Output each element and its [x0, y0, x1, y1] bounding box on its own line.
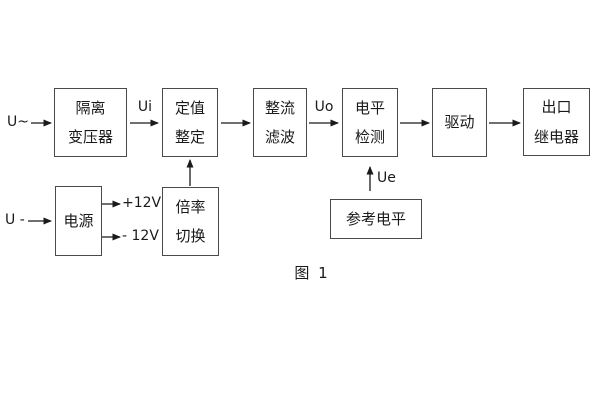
block-output-relay-line2: 继电器 — [533, 127, 579, 146]
block-power-line1: 电源 — [63, 211, 94, 230]
dc-input-label: U - — [5, 212, 25, 228]
block-rectify-filter-line1: 整流 — [264, 98, 295, 117]
block-isolation-transformer: 隔离 变压器 — [54, 88, 127, 157]
rail-pos-label: +12V — [122, 195, 162, 211]
block-level-detect: 电平 检测 — [342, 88, 398, 157]
block-rectify-filter-line2: 滤波 — [264, 128, 295, 146]
block-drive: 驱动 — [432, 88, 487, 157]
block-level-detect-line1: 电平 — [354, 98, 385, 117]
block-rectify-filter: 整流 滤波 — [253, 88, 307, 157]
signal-label-ue: Ue — [377, 170, 396, 186]
block-reference-level: 参考电平 — [330, 199, 422, 239]
block-isolation-transformer-line2: 变压器 — [67, 128, 113, 146]
figure-caption: 图 1 — [294, 264, 330, 282]
block-output-relay-line1: 出口 — [541, 98, 572, 116]
block-power: 电源 — [55, 186, 102, 256]
block-setting-line2: 整定 — [174, 128, 205, 146]
block-drive-line1: 驱动 — [444, 113, 475, 132]
block-ratio-switch-line2: 切换 — [175, 227, 206, 245]
block-level-detect-line2: 检测 — [354, 128, 385, 146]
block-setting-line1: 定值 — [174, 98, 205, 117]
signal-label-uo: Uo — [314, 99, 334, 115]
block-isolation-transformer-line1: 隔离 — [75, 98, 106, 117]
ac-input-label: U~ — [7, 114, 29, 130]
rail-neg-label: - 12V — [122, 228, 159, 244]
block-ratio-switch: 倍率 切换 — [162, 187, 219, 256]
block-reference-level-line1: 参考电平 — [345, 209, 406, 228]
block-output-relay: 出口 继电器 — [523, 88, 590, 156]
block-setting: 定值 整定 — [162, 88, 218, 157]
signal-label-ui: Ui — [137, 99, 153, 115]
block-ratio-switch-line1: 倍率 — [175, 197, 206, 216]
